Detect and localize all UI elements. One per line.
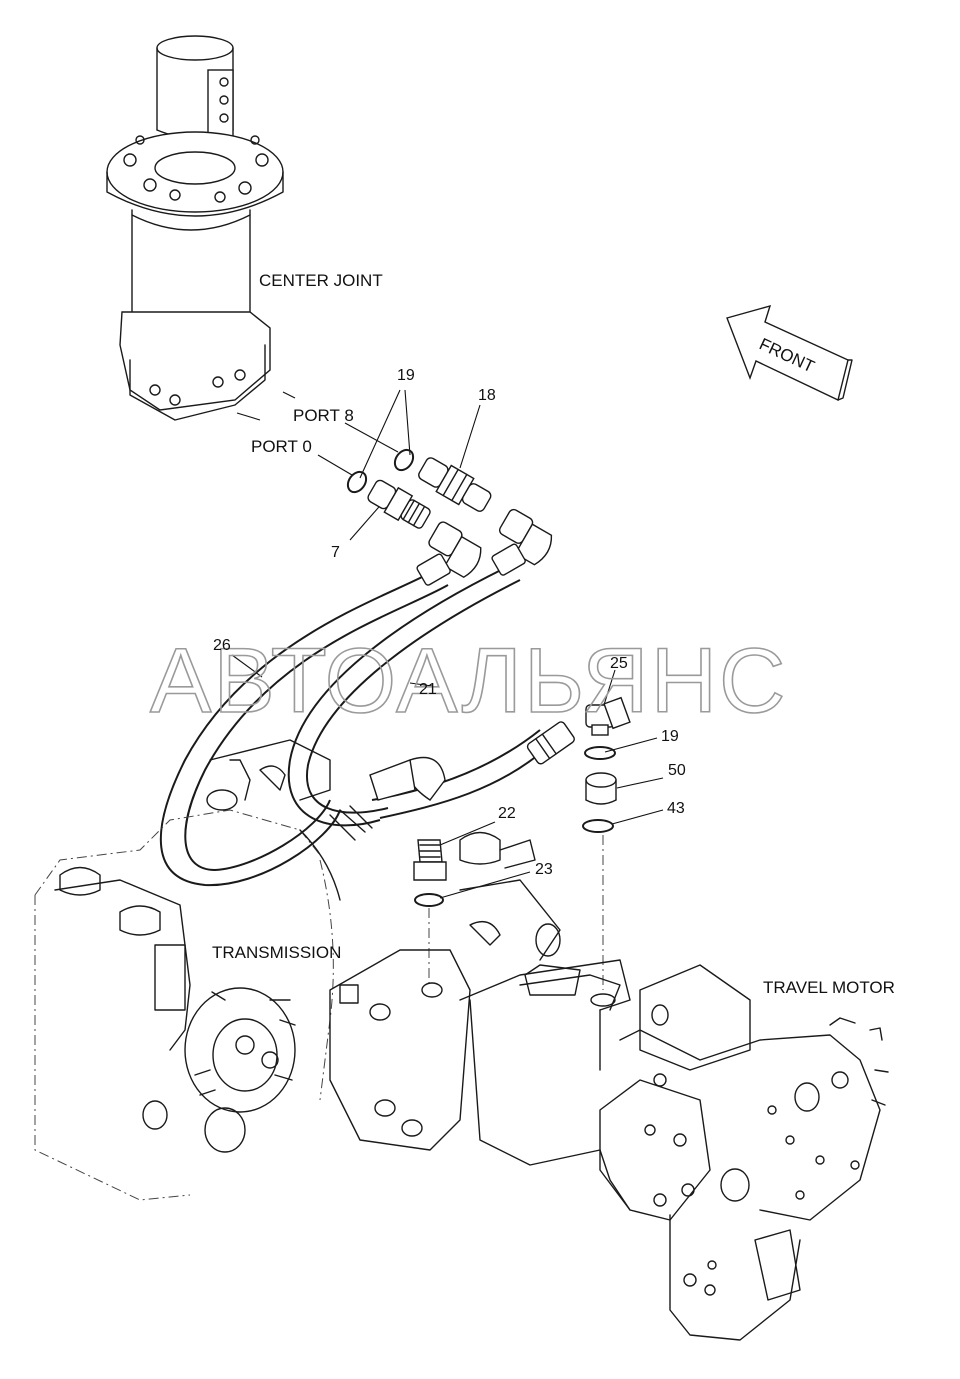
callout-18: 18 (478, 387, 496, 404)
front-arrow (726, 304, 853, 401)
center-joint-label: CENTER JOINT (259, 271, 383, 290)
port0-label: PORT 0 (251, 437, 312, 456)
callout-25: 25 (610, 655, 628, 672)
center-joint-drawing (106, 35, 284, 421)
leader-lines (231, 389, 664, 899)
hoses (159, 508, 575, 887)
callout-43: 43 (667, 800, 685, 817)
callout-23: 23 (535, 861, 553, 878)
callout-26: 26 (213, 637, 231, 654)
fittings-right (413, 696, 631, 990)
fittings-top (346, 448, 492, 529)
transmission-label: TRANSMISSION (212, 943, 341, 962)
callout-19-top: 19 (397, 367, 415, 384)
watermark-text: АВТОАЛЬЯНС (150, 630, 788, 732)
callout-19-right: 19 (661, 728, 679, 745)
callout-21: 21 (419, 681, 437, 698)
callout-50: 50 (668, 762, 686, 779)
callout-7: 7 (331, 544, 340, 561)
transmission-drawing (34, 739, 889, 1341)
travel-motor-label: TRAVEL MOTOR (763, 978, 895, 997)
port8-label: PORT 8 (293, 406, 354, 425)
callout-22: 22 (498, 805, 516, 822)
